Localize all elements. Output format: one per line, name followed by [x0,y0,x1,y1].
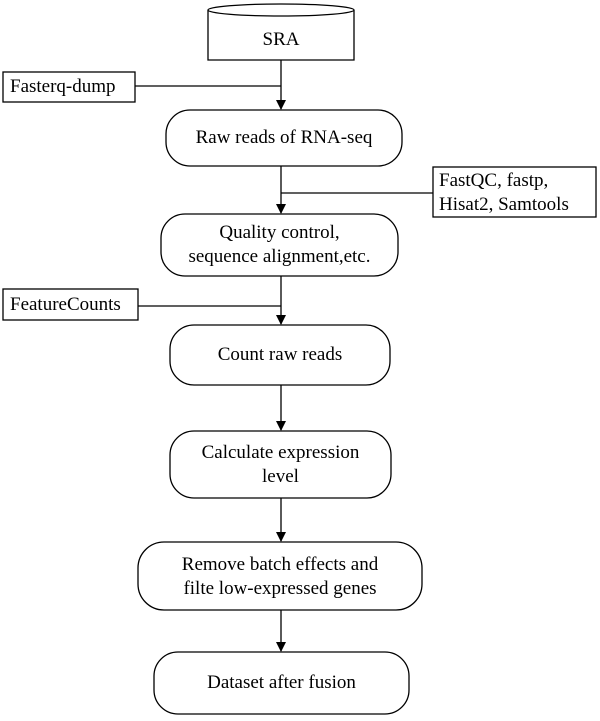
fasterq-dump-line-1: Fasterq-dump [10,76,116,97]
remove-batch-effects-label: Remove batch effects and filte low-expre… [138,553,422,601]
remove-batch-effects-line-2: filte low-expressed genes [183,578,377,599]
dataset-after-fusion-node [153,651,410,715]
raw-reads-label: Raw reads of RNA-seq [166,126,402,150]
remove-batch-effects-node [137,541,423,611]
count-raw-reads-line-1: Count raw reads [217,344,343,365]
count-raw-reads-node [169,324,391,386]
sra-label: SRA [262,29,300,50]
fastqc-tools-line-2: Hisat2, Samtools [439,194,569,215]
calculate-expression-line-1: Calculate expression [201,442,360,463]
raw-reads-line-1: Raw reads of RNA-seq [195,127,373,148]
dataset-after-fusion-label: Dataset after fusion [154,671,409,695]
fasterq-dump-label: Fasterq-dump [10,75,116,99]
fastqc-tools-label: FastQC, fastp, Hisat2, Samtools [439,169,569,217]
remove-batch-effects-line-1: Remove batch effects and [181,554,379,575]
fastqc-tools-box [432,166,597,218]
featurecounts-label: FeatureCounts [10,293,121,317]
fastqc-tools-line-1: FastQC, fastp, [439,170,549,191]
featurecounts-line-1: FeatureCounts [10,294,121,315]
featurecounts-tool-box [2,288,139,321]
count-raw-reads-label: Count raw reads [170,343,390,367]
calculate-expression-line-2: level [262,466,299,487]
quality-control-line-2: sequence alignment,etc. [188,246,371,267]
dataset-after-fusion-line-1: Dataset after fusion [207,672,356,693]
calculate-expression-label: Calculate expression level [170,441,391,489]
raw-reads-node [165,109,403,167]
quality-control-label: Quality control, sequence alignment,etc. [161,221,398,269]
quality-control-line-1: Quality control, [219,222,340,243]
quality-control-node [160,213,399,277]
fasterq-dump-tool-box [2,71,136,103]
sra-database-node [207,3,355,61]
